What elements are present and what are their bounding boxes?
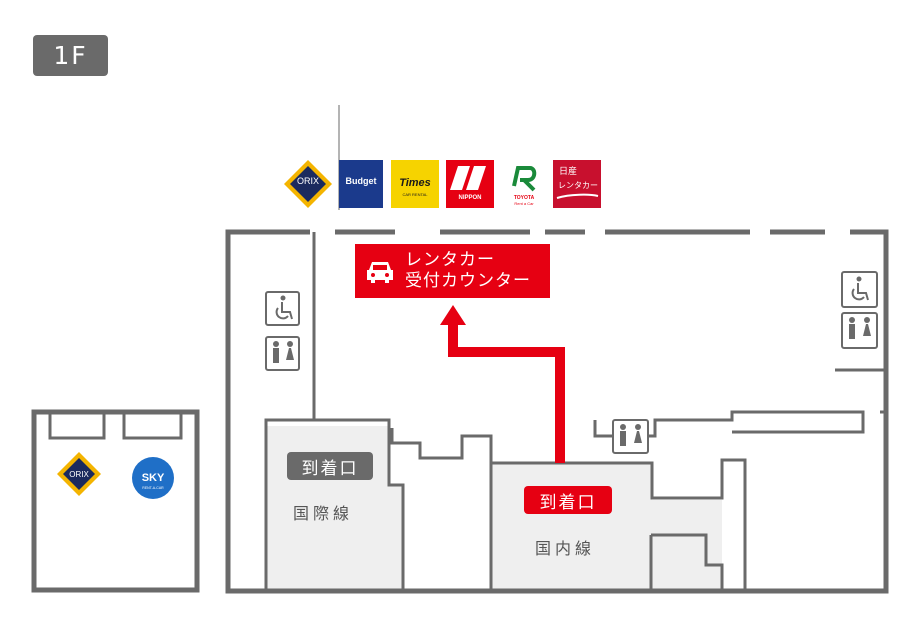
wheelchair-icon — [265, 291, 300, 326]
wheelchair-icon — [841, 271, 878, 308]
route-arrow — [440, 305, 565, 463]
logo-budget: Budget — [339, 160, 383, 208]
logo-times: Times CAR RENTAL — [391, 160, 439, 208]
logo-nippon-name: NIPPON — [458, 195, 481, 201]
logo-times-name: Times — [399, 177, 431, 189]
intl-line-label: 国際線 — [293, 504, 354, 523]
logo-nissan-sub: レンタカー — [558, 181, 598, 190]
rental-counter-sign: レンタカー 受付カウンター — [355, 244, 550, 298]
annex-building — [31, 409, 200, 593]
logo-orix-name: ORIX — [297, 176, 319, 186]
logo-orix-annex: ORIX — [57, 452, 101, 496]
floor-badge: 1F — [33, 35, 108, 76]
terminal-walls — [225, 105, 889, 594]
counter-sign-line1: レンタカー — [405, 250, 495, 270]
logo-sky-sub: RENT-A-CAR — [142, 486, 164, 490]
logo-nippon: NIPPON — [446, 160, 494, 208]
interior-walls — [264, 232, 886, 590]
dom-line-label: 国内線 — [535, 539, 596, 558]
logo-sky: SKY RENT-A-CAR — [130, 455, 176, 501]
logo-nissan-name: 日産 — [559, 165, 577, 177]
logo-orix-annex-name: ORIX — [69, 470, 89, 479]
logo-nissan: 日産 レンタカー — [553, 160, 601, 208]
restroom-icon — [612, 419, 649, 454]
dom-arrival-gate: 到着口 — [524, 486, 612, 514]
logo-times-sub: CAR RENTAL — [402, 192, 428, 197]
logo-sky-name: SKY — [142, 472, 165, 484]
logo-toyota: TOYOTA Rent a Car — [501, 160, 547, 208]
counter-sign-line2: 受付カウンター — [405, 271, 531, 291]
restroom-icon — [841, 312, 878, 349]
restroom-icon — [265, 336, 300, 371]
logo-toyota-name: TOYOTA — [514, 195, 535, 201]
dom-arrival-area — [491, 463, 722, 590]
car-icon — [367, 262, 393, 283]
logo-budget-name: Budget — [346, 176, 377, 186]
logo-orix: ORIX — [284, 160, 332, 208]
logo-toyota-sub: Rent a Car — [514, 201, 534, 206]
intl-arrival-gate: 到着口 — [287, 452, 373, 480]
